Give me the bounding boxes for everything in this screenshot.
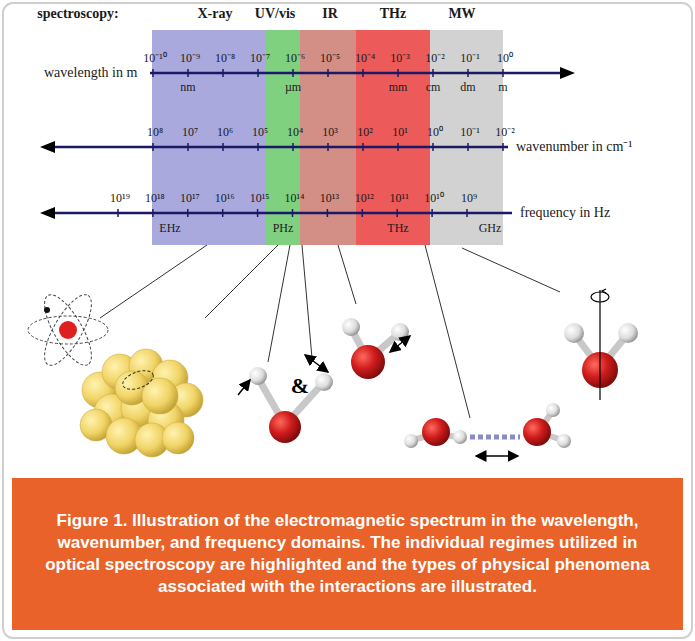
axis-tick	[362, 69, 364, 77]
tick-label: 10⁸	[147, 126, 163, 139]
unit-label: EHz	[159, 222, 180, 235]
regime-label: X-ray	[198, 6, 233, 21]
tick-label: 10²	[357, 126, 373, 139]
axis-tick	[257, 209, 259, 217]
unit-label: THz	[387, 222, 408, 235]
unit-label: PHz	[273, 222, 294, 235]
tick-label: 10¹⁹	[110, 192, 130, 205]
axis-tick	[222, 69, 224, 77]
tick-label: 10⁻⁶	[285, 52, 305, 65]
tick-label: 10⁰	[497, 52, 513, 65]
axis-tick	[502, 143, 504, 151]
atom-sphere	[162, 422, 194, 454]
axis-tick	[117, 209, 119, 217]
tick-label: 10⁻³	[390, 52, 410, 65]
tick-label: 10⁻²	[425, 52, 445, 65]
axis-tick	[327, 209, 329, 217]
axis-title: wavelength in m	[44, 65, 137, 80]
regime-label: MW	[448, 6, 475, 21]
axis-tick	[222, 143, 224, 151]
unit-label: mm	[389, 81, 408, 94]
axis-title: wavenumber in cm⁻¹	[516, 139, 633, 154]
axis-tick	[467, 143, 469, 151]
tick-label: 10⁻¹	[460, 52, 480, 65]
tick-label: 10⁰	[427, 126, 443, 139]
tick-label: 10³	[322, 126, 338, 139]
axis-tick	[222, 209, 224, 217]
unit-label: m	[498, 81, 507, 94]
tick-label: 10¹⁷	[180, 192, 200, 205]
tick-label: 10⁻¹	[460, 126, 480, 139]
axis-tick	[187, 69, 189, 77]
tick-label: 10⁷	[182, 126, 198, 139]
axis-tick	[397, 143, 399, 151]
tick-label: 10⁻²	[495, 126, 515, 139]
tick-label: 10⁻⁵	[320, 52, 340, 65]
tick-label: 10⁹	[461, 192, 477, 205]
tick-label: 10¹³	[320, 192, 339, 205]
axis-tick	[327, 143, 329, 151]
axis-tick	[257, 69, 259, 77]
tick-label: 10⁻⁴	[355, 52, 375, 65]
axis-tick	[152, 209, 154, 217]
tick-label: 10⁶	[217, 126, 233, 139]
header-label: spectroscopy:	[37, 6, 118, 21]
tick-label: 10¹⁵	[250, 192, 270, 205]
axis-tick	[292, 209, 294, 217]
axis-tick	[396, 209, 398, 217]
ampersand-label: &	[291, 374, 309, 398]
axis-tick	[397, 69, 399, 77]
tick-label: 10¹²	[355, 192, 374, 205]
tick-label: 10⁻⁷	[250, 52, 270, 65]
axis-tick	[362, 209, 364, 217]
regime-label: THz	[380, 6, 406, 21]
axis-tick	[432, 143, 434, 151]
atom-sphere	[142, 378, 178, 414]
caption-box: Figure 1. Illustration of the electromag…	[12, 478, 683, 630]
axis-tick	[152, 143, 154, 151]
axis-tick	[502, 69, 504, 77]
tick-label: 10⁻¹⁰	[143, 52, 167, 65]
axis-tick	[292, 69, 294, 77]
axis-tick	[187, 209, 189, 217]
tick-label: 10¹¹	[390, 192, 409, 205]
unit-label: cm	[426, 81, 441, 94]
tick-label: 10⁻⁹	[180, 52, 200, 65]
unit-label: GHz	[479, 222, 502, 235]
tick-label: 10¹⁰	[424, 192, 444, 205]
axis-tick	[431, 209, 433, 217]
regime-label: IR	[322, 6, 338, 21]
axis-tick	[466, 209, 468, 217]
axis-tick	[187, 143, 189, 151]
tick-label: 10⁵	[252, 126, 268, 139]
regime-label: UV/vis	[255, 6, 295, 21]
tick-label: 10¹⁶	[215, 192, 235, 205]
axis-tick	[362, 143, 364, 151]
axis-title: frequency in Hz	[520, 205, 610, 220]
unit-label: µm	[285, 81, 301, 94]
tick-label: 10¹⁴	[285, 192, 305, 205]
tick-label: 10¹	[392, 126, 408, 139]
tick-label: 10¹⁸	[145, 192, 165, 205]
axis-tick	[432, 69, 434, 77]
unit-label: nm	[180, 81, 195, 94]
axis-tick	[292, 143, 294, 151]
tick-label: 10⁻⁸	[215, 52, 235, 65]
axis-tick	[327, 69, 329, 77]
axis-tick	[257, 143, 259, 151]
figure-caption: Figure 1. Illustration of the electromag…	[30, 510, 665, 598]
axis-tick	[467, 69, 469, 77]
tick-label: 10⁴	[287, 126, 303, 139]
unit-label: dm	[460, 81, 475, 94]
axis-tick	[152, 69, 154, 77]
